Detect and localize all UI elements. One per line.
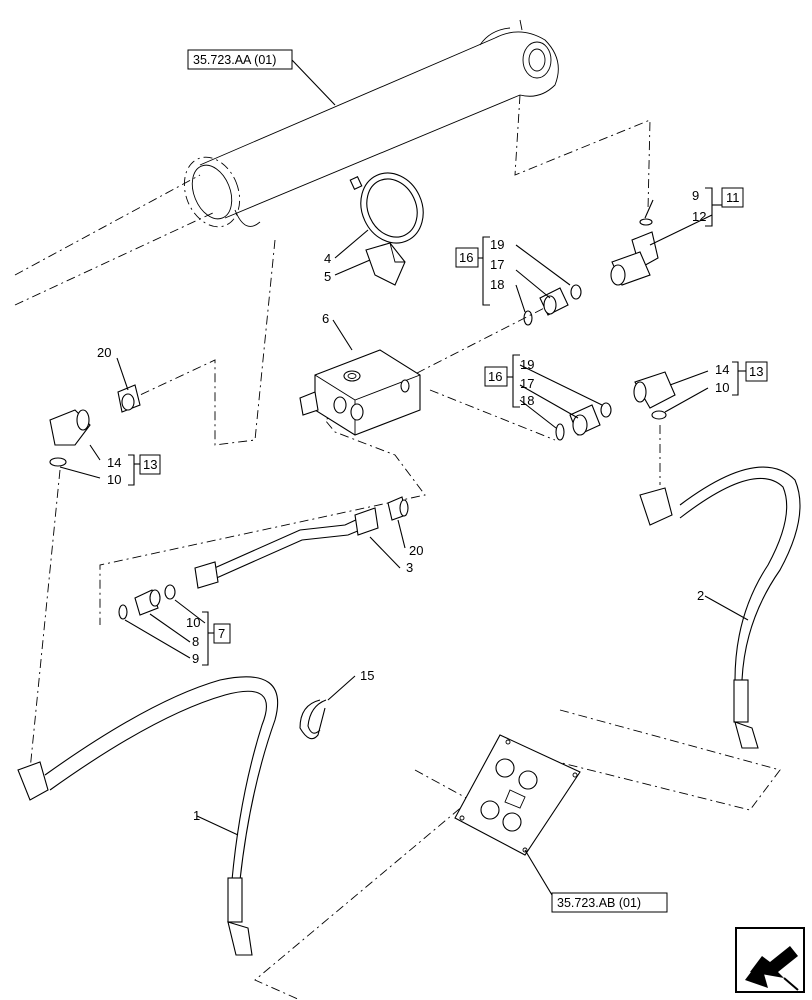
clamp-part-4: [349, 172, 424, 244]
callout-13-left: 13: [143, 457, 157, 472]
arrow-left-down-icon[interactable]: [735, 927, 805, 993]
tube-part-3: [194, 496, 409, 589]
clip-part-15: [299, 699, 327, 740]
callout-14-right: 14: [715, 362, 729, 377]
callout-17-lower: 17: [520, 376, 534, 391]
callout-4: 4: [324, 251, 331, 266]
callout-7: 7: [218, 626, 225, 641]
leader-lines: [59, 199, 749, 836]
callout-18-lower: 18: [520, 393, 534, 408]
callout-10-bottom: 10: [186, 615, 200, 630]
callout-labels: 4 5 6 20 9 12 11 19 17 18 16 19 17 18 16…: [97, 188, 763, 823]
callout-5: 5: [324, 269, 331, 284]
valve-block-part-6: [299, 349, 421, 436]
adapter-part-8: [118, 584, 176, 620]
callout-16-upper: 16: [459, 250, 473, 265]
callout-15: 15: [360, 668, 374, 683]
callout-11: 11: [726, 190, 740, 205]
callout-8: 8: [192, 634, 199, 649]
callout-1: 1: [193, 808, 200, 823]
connection-lines: [29, 94, 781, 1000]
callout-17-upper: 17: [490, 257, 504, 272]
callout-10-right: 10: [715, 380, 729, 395]
callout-20-right: 20: [409, 543, 423, 558]
cylinder-outline: [14, 19, 559, 306]
fitting-assembly-lower: [555, 402, 612, 441]
callout-16-lower: 16: [488, 369, 502, 384]
elbow-fitting-part-12: [610, 218, 659, 286]
callout-2: 2: [697, 588, 704, 603]
adapter-part-20-left: [117, 384, 141, 413]
spacer-block-part-5: [365, 242, 406, 286]
callout-18-upper: 18: [490, 277, 504, 292]
callout-19-lower: 19: [520, 357, 534, 372]
connector-plate: [454, 734, 581, 856]
bracket-groups: [128, 187, 746, 666]
callout-6: 6: [322, 311, 329, 326]
callout-10-left: 10: [107, 472, 121, 487]
elbow-fitting-part-14-right: [633, 371, 676, 420]
callout-9-bottom: 9: [192, 651, 199, 666]
callout-20-left: 20: [97, 345, 111, 360]
callout-9-top: 9: [692, 188, 699, 203]
hose-part-2: [639, 466, 801, 749]
callout-19-upper: 19: [490, 237, 504, 252]
hose-part-1: [17, 676, 279, 956]
reference-bottom-label: 35.723.AB (01): [557, 896, 641, 910]
elbow-fitting-part-14-left: [49, 409, 91, 467]
reference-bottom: 35.723.AB (01): [524, 849, 668, 913]
reference-top-label: 35.723.AA (01): [193, 53, 276, 67]
callout-12: 12: [692, 209, 706, 224]
reference-top: 35.723.AA (01): [187, 49, 336, 106]
callout-14-left: 14: [107, 455, 121, 470]
fitting-assembly-upper: [523, 284, 582, 326]
callout-13-right: 13: [749, 364, 763, 379]
callout-3: 3: [406, 560, 413, 575]
